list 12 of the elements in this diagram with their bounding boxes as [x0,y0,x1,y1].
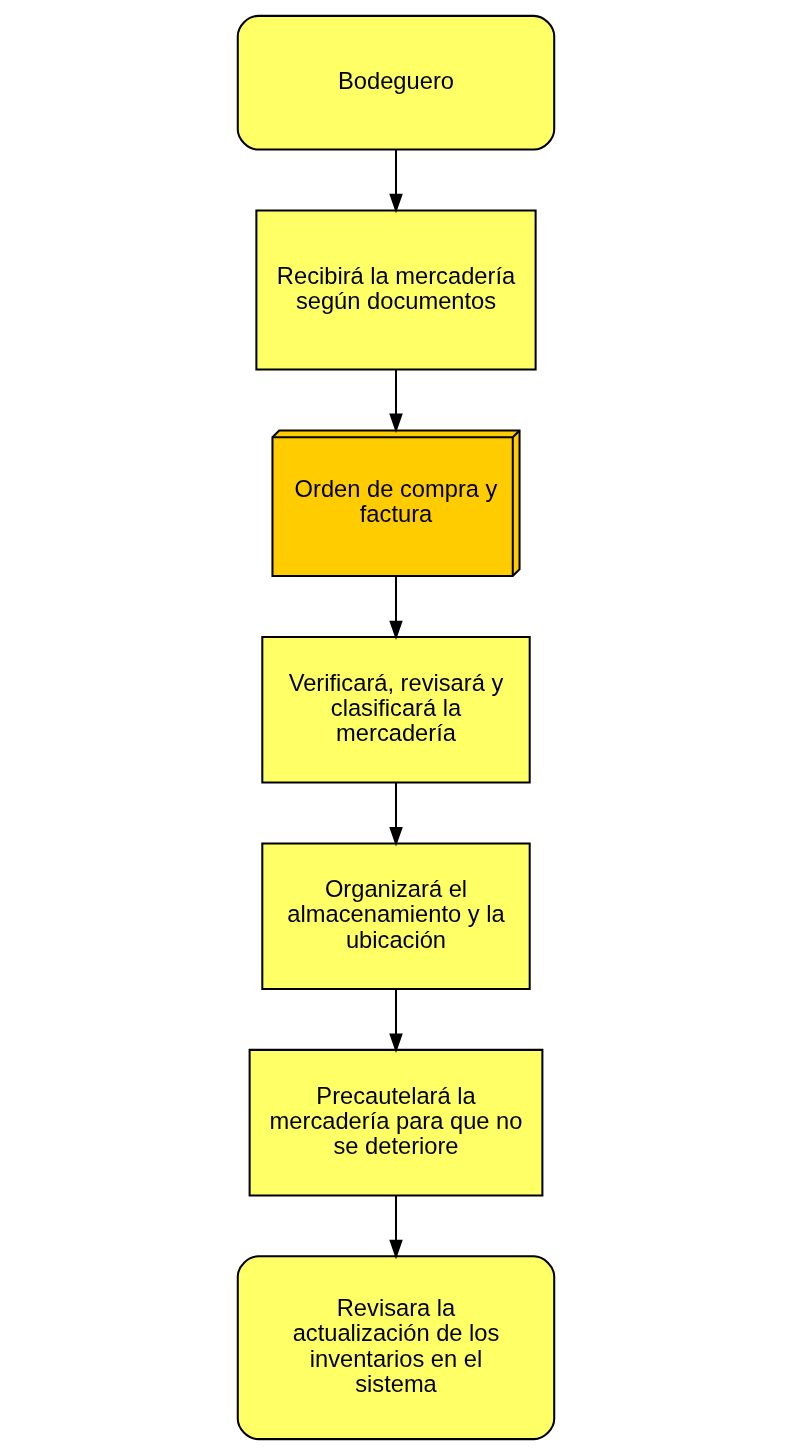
node-box: Revisara la actualización de los inventarios en el sistema [236,1255,555,1441]
node-box: Recibirá la mercadería según documentos [254,209,537,371]
arrow [388,989,403,1053]
arrow [388,782,403,847]
arrow [388,370,403,433]
node-box: Verificará, revisará y clasificará la mercadería [260,635,531,784]
arrow [388,576,403,640]
node-box: Organizará el almacenamiento y la ubicación [260,842,531,990]
node-box: Bodeguero [236,14,555,151]
arrow [388,150,403,214]
node-box: Precautelará la mercadería para que no se deteriore [248,1048,543,1197]
arrow [388,1195,403,1260]
